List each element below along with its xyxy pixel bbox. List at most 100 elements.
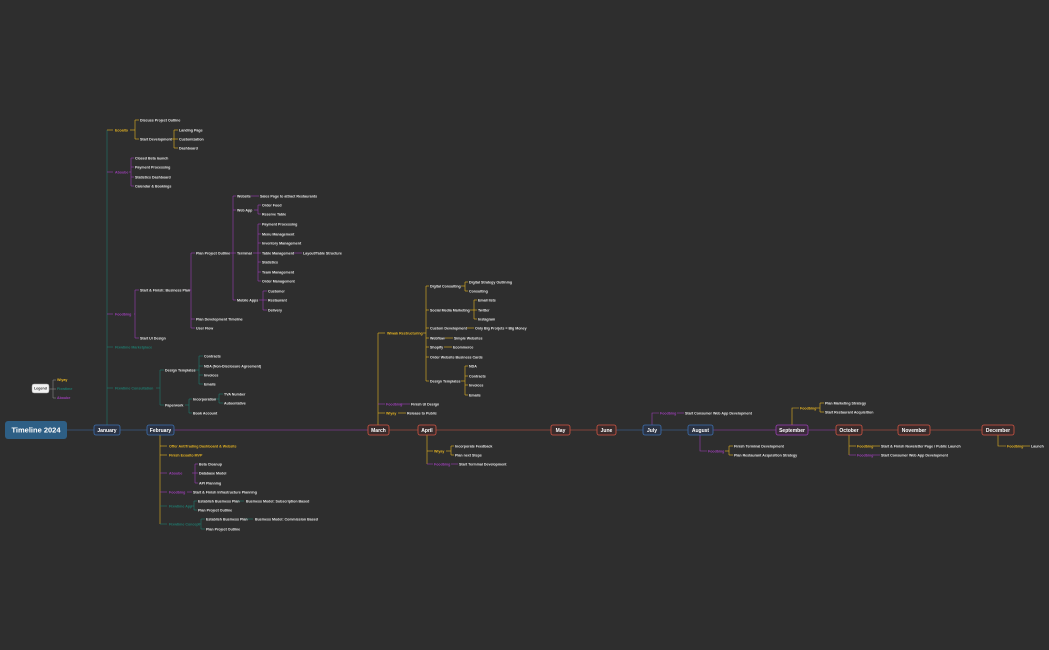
- branch-node-label[interactable]: Twitter: [478, 308, 490, 312]
- branch-node-label[interactable]: Start & Finish: Business Plan: [140, 288, 190, 292]
- branch-node-label[interactable]: Team Management: [262, 270, 295, 274]
- branch-node-label[interactable]: Ecommerce: [453, 345, 473, 349]
- branch-node-label[interactable]: Plan Project Outline: [196, 251, 230, 255]
- branch-node-label[interactable]: Wiyay: [386, 411, 396, 415]
- branch-node-label[interactable]: Design Templates: [165, 368, 196, 372]
- branch-node-label[interactable]: Emails: [204, 382, 216, 386]
- branch-node-label[interactable]: Plan Restaurant Acquisition Strategy: [734, 453, 797, 457]
- branch-node-label[interactable]: Table Management: [262, 251, 295, 255]
- branch-node-label[interactable]: Launch: [1031, 444, 1044, 448]
- branch-node-label[interactable]: Paperwork: [165, 403, 183, 407]
- branch-node-label[interactable]: Foodbing: [800, 406, 816, 410]
- branch-node-label[interactable]: Foodbing: [857, 453, 873, 457]
- branch-node-label[interactable]: Establish Business Plan: [206, 517, 248, 521]
- branch-node-label[interactable]: NDA (Non-Disclosure Agreement): [204, 364, 262, 368]
- month-node-october[interactable]: October: [835, 424, 863, 436]
- branch-node-label[interactable]: Emails: [469, 393, 481, 397]
- branch-node-label[interactable]: Fixwtime App: [169, 504, 193, 508]
- month-node-july[interactable]: July: [642, 424, 662, 436]
- branch-node-label[interactable]: Offer AntiTrading Dashboard & Website: [169, 444, 237, 448]
- branch-node-label[interactable]: Digital Consulting: [430, 284, 461, 288]
- branch-node-label[interactable]: Mobile Apps: [237, 298, 258, 302]
- branch-node-label[interactable]: Invoices: [469, 383, 483, 387]
- month-node-may[interactable]: May: [550, 424, 571, 436]
- month-node-november-box[interactable]: [897, 424, 931, 436]
- branch-node-label[interactable]: Plan Marketing Strategy: [825, 401, 866, 405]
- branch-node-label[interactable]: Email lists: [478, 298, 496, 302]
- branch-node-label[interactable]: API Planning: [199, 481, 221, 485]
- branch-node-label[interactable]: Fixwtime Marketplace: [115, 345, 152, 349]
- branch-node-label[interactable]: TVA Number: [224, 392, 246, 396]
- month-node-september[interactable]: September: [775, 424, 809, 436]
- branch-node-label[interactable]: Digital Strategy Outlining: [469, 280, 512, 284]
- month-node-april-box[interactable]: [417, 424, 437, 436]
- branch-node-label[interactable]: Contracts: [204, 354, 221, 358]
- branch-node-label[interactable]: Start & Finish Infrastructure Planning: [193, 490, 257, 494]
- branch-node-label[interactable]: Finish UI Design: [411, 402, 439, 406]
- month-node-may-box[interactable]: [550, 424, 571, 436]
- branch-node-label[interactable]: Plan Project Outline: [198, 508, 232, 512]
- month-node-october-box[interactable]: [835, 424, 863, 436]
- branch-node-label[interactable]: Terminal: [237, 251, 252, 255]
- month-node-december[interactable]: December: [981, 424, 1015, 436]
- branch-node-label[interactable]: Discuss Project Outline: [140, 118, 180, 122]
- branch-node-label[interactable]: Landing Page: [179, 128, 203, 132]
- branch-node-label[interactable]: Order Food: [262, 203, 282, 207]
- branch-node-label[interactable]: Reserve Table: [262, 212, 286, 216]
- month-node-november[interactable]: November: [897, 424, 931, 436]
- branch-node-label[interactable]: Dashboard: [179, 146, 198, 150]
- branch-node-label[interactable]: Social Media Marketing: [430, 308, 470, 312]
- branch-node-label[interactable]: Closed Beta launch: [135, 156, 168, 160]
- branch-node-label[interactable]: Payment Processing: [262, 222, 297, 226]
- branch-node-label[interactable]: Web App: [237, 208, 253, 212]
- branch-node-label[interactable]: Start Development: [140, 137, 173, 141]
- branch-node-label[interactable]: Start & Finish Newsletter Page / Public …: [881, 444, 961, 448]
- branch-node-label[interactable]: Foodbing: [708, 449, 724, 453]
- branch-node-label[interactable]: Wiyay: [434, 449, 444, 453]
- branch-node-label[interactable]: Beta Cleanup: [199, 462, 223, 466]
- branch-node-label[interactable]: Delivery: [268, 308, 282, 312]
- branch-node-label[interactable]: Release to Public: [407, 411, 437, 415]
- month-node-july-box[interactable]: [642, 424, 662, 436]
- root-node[interactable]: Timeline 2024: [5, 421, 67, 439]
- branch-node-label[interactable]: Shopify: [430, 345, 443, 349]
- month-node-february[interactable]: February: [146, 424, 175, 436]
- branch-node-label[interactable]: Start Consumer Web App Development: [881, 453, 949, 457]
- branch-node-label[interactable]: Customization: [179, 137, 204, 141]
- branch-node-label[interactable]: Establish Business Plan: [198, 499, 240, 503]
- branch-node-label[interactable]: Book Account: [193, 411, 218, 415]
- branch-node-label[interactable]: Order Management: [262, 279, 296, 283]
- branch-node-label[interactable]: Foodbing: [386, 402, 402, 406]
- branch-node-label[interactable]: Layout/Table Structure: [303, 251, 342, 255]
- branch-node-label[interactable]: Sales Page to attract Restaurants: [260, 194, 317, 198]
- branch-node-label[interactable]: Fixwtime Consultation: [115, 386, 153, 390]
- branch-node-label[interactable]: Start Terminal Development: [459, 462, 507, 466]
- branch-node-label[interactable]: Start Restaurant Acquisition: [825, 410, 873, 414]
- branch-node-label[interactable]: Foodbing: [660, 411, 676, 415]
- branch-node-label[interactable]: Plan Project Outline: [206, 527, 240, 531]
- branch-node-label[interactable]: Calendar & Bookings: [135, 184, 171, 188]
- branch-node-label[interactable]: Aboube: [169, 471, 182, 475]
- root-node-box[interactable]: [5, 421, 67, 439]
- branch-node-label[interactable]: Simple Websites: [454, 336, 483, 340]
- branch-node-label[interactable]: Incorporate Feedback: [455, 444, 492, 448]
- branch-node-label[interactable]: Database Model: [199, 471, 226, 475]
- branch-node-label[interactable]: Wiwak Restructuring: [387, 331, 423, 335]
- branch-node-label[interactable]: Inventory Management: [262, 241, 302, 245]
- month-node-march[interactable]: March: [367, 424, 390, 436]
- branch-node-label[interactable]: Aboube: [115, 170, 128, 174]
- branch-node-label[interactable]: Payment Processing: [135, 165, 170, 169]
- branch-node-label[interactable]: Statistics: [262, 260, 278, 264]
- branch-node-label[interactable]: Finish Ecoalto MVP: [169, 453, 203, 457]
- branch-node-label[interactable]: Plan next Steps: [455, 453, 482, 457]
- branch-node-label[interactable]: Incorporation: [193, 397, 216, 401]
- branch-node-label[interactable]: Autoentative: [224, 401, 246, 405]
- branch-node-label[interactable]: Business Model: Subscription Based: [246, 499, 309, 503]
- month-node-april[interactable]: April: [417, 424, 437, 436]
- branch-node-label[interactable]: Invoices: [204, 373, 218, 377]
- branch-node-label[interactable]: Start UI Design: [140, 336, 166, 340]
- branch-node-label[interactable]: Consulting: [469, 289, 488, 293]
- branch-node-label[interactable]: User Flow: [196, 326, 213, 330]
- branch-node-label[interactable]: Foodbing: [115, 312, 131, 316]
